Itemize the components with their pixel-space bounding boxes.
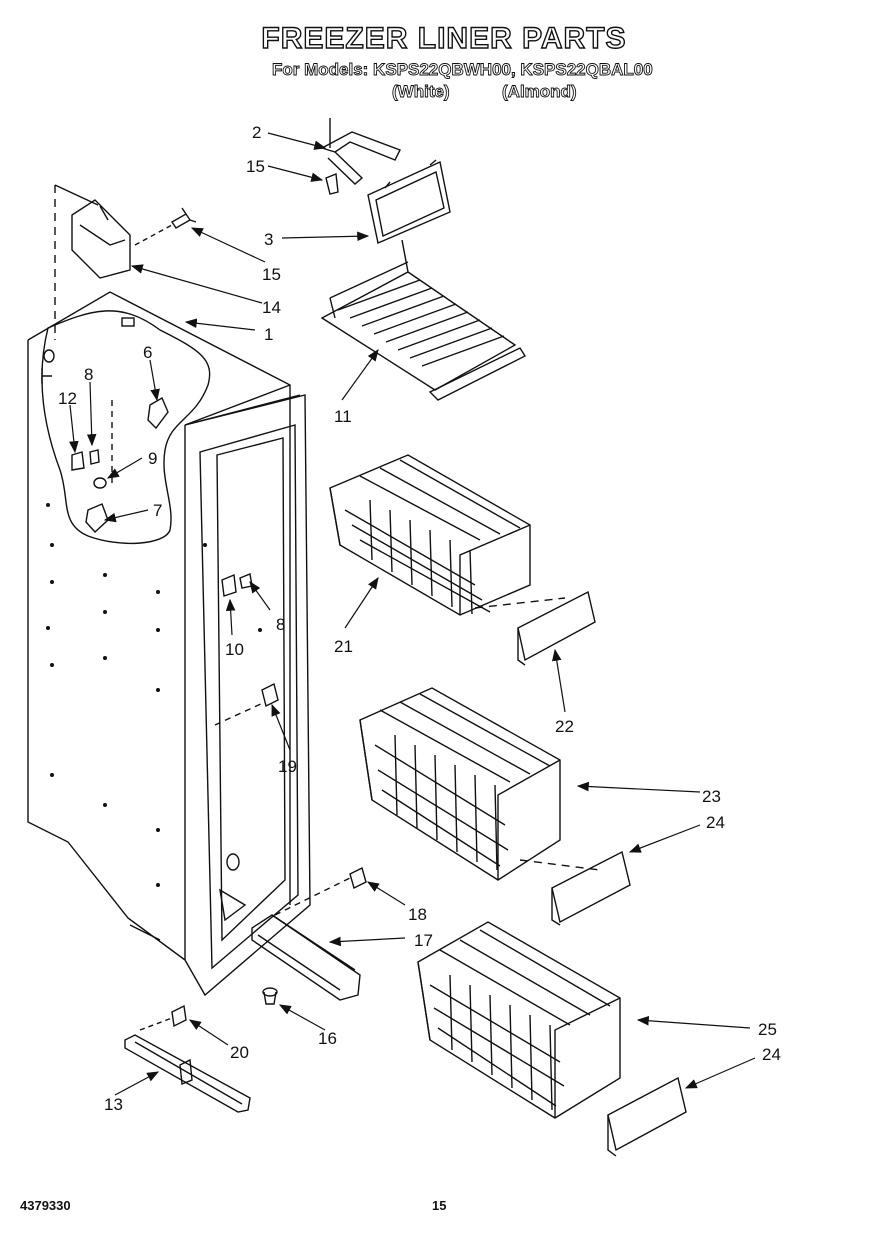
models-line: For Models: KSPS22QBWH00, KSPS22QBAL00 [272,60,654,80]
basket-23 [359,687,561,881]
callout-11: 11 [334,407,352,426]
callout-10: 10 [225,640,244,659]
callout-6: 6 [143,343,152,362]
clip-7 [85,503,109,533]
basket-front-24-lower [607,1076,687,1157]
callout-16: 16 [318,1029,337,1048]
bracket-2 [320,118,401,185]
freezer-liner [27,291,311,997]
clip-19 [261,682,279,708]
callout-14: 14 [262,298,281,317]
callout-24-lower: 24 [762,1045,781,1064]
callout-21: 21 [334,637,353,656]
callout-2: 2 [252,123,261,142]
callout-15-left: 15 [262,265,281,284]
callout-24-upper: 24 [706,813,725,832]
leader-lines [69,132,756,1096]
screw-20 [171,1004,187,1028]
wire-shelf-11 [320,239,526,401]
page-number: 15 [432,1198,447,1213]
basket-21 [329,454,531,616]
basket-front-24-upper [551,850,631,926]
callout-9: 9 [148,449,157,468]
screw-18 [349,866,367,890]
callout-15-top: 15 [246,157,265,176]
callout-20: 20 [230,1043,249,1062]
button-16 [262,987,278,1005]
callout-19: 19 [278,757,297,776]
basket-25 [417,921,621,1119]
screw-15-left [171,207,197,229]
callout-18: 18 [408,905,427,924]
hinge-cover [54,184,131,279]
callout-1: 1 [264,325,273,344]
document-number: 4379330 [20,1198,71,1213]
clip-8-upper [89,449,100,465]
callout-12: 12 [58,389,77,408]
frame-3 [367,159,451,244]
clip-8-lower [239,573,253,589]
callout-8-upper: 8 [84,365,93,384]
callout-22: 22 [555,717,574,736]
callout-7: 7 [153,501,162,520]
basket-front-22 [517,590,596,666]
clip-6 [147,396,169,430]
clip-12 [71,451,85,471]
clip-9 [93,477,107,489]
callout-25: 25 [758,1020,777,1039]
trim-17 [251,914,361,1001]
callout-13: 13 [104,1095,123,1114]
callout-23: 23 [702,787,721,806]
color-almond-label: (Almond) [502,82,577,102]
page-title: FREEZER LINER PARTS [261,21,627,55]
callout-17: 17 [414,931,433,950]
bracket-13 [124,1034,251,1113]
color-white-label: (White) [392,82,450,102]
callout-3: 3 [264,230,273,249]
screw-15-top [325,173,339,195]
callout-8-lower: 8 [276,615,285,634]
clip-10 [221,573,237,597]
